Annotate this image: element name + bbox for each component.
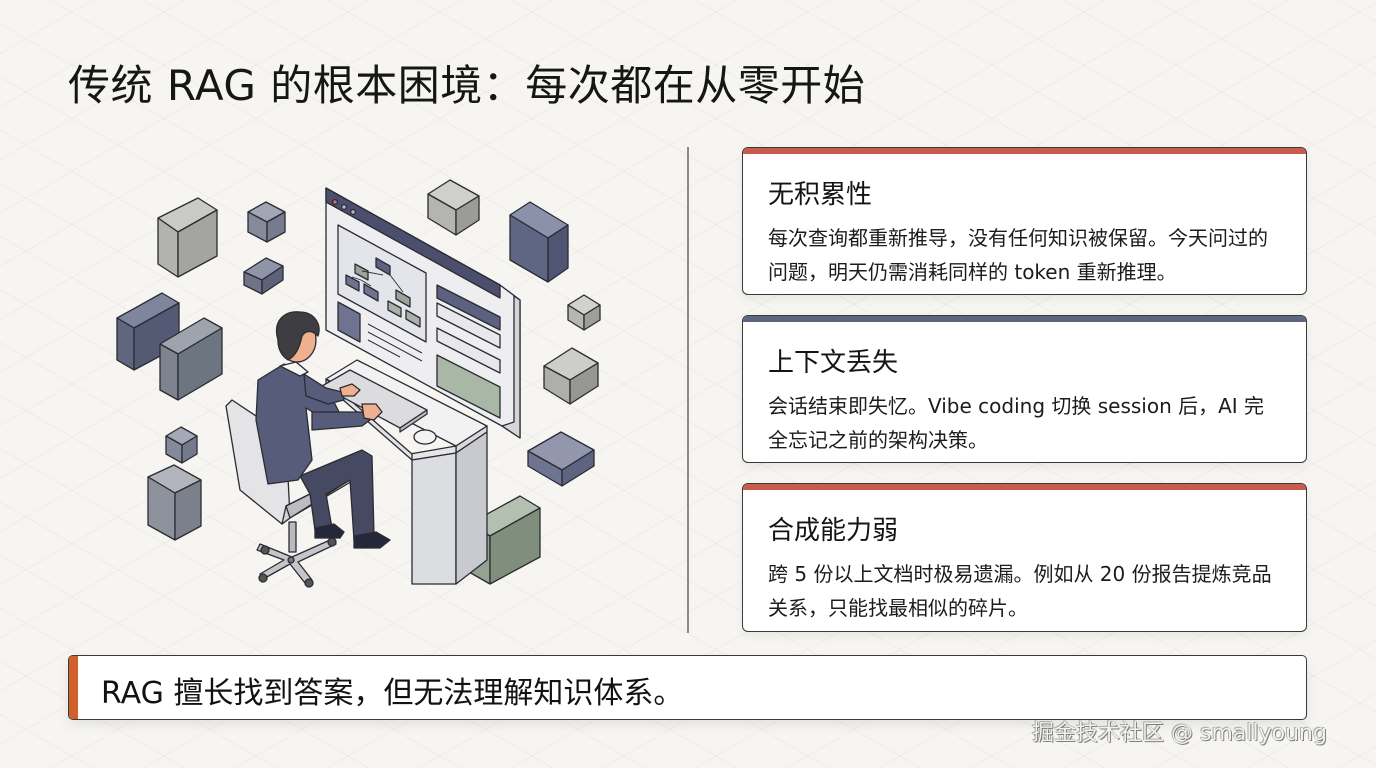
- card-title: 无积累性: [768, 180, 873, 210]
- vertical-divider: [687, 147, 689, 633]
- problem-card-weak-synthesis: 合成能力弱 跨 5 份以上文档时极易遗漏。例如从 20 份报告提炼竞品关系，只能…: [742, 483, 1307, 632]
- cube: [157, 197, 218, 278]
- card-title: 合成能力弱: [768, 516, 899, 546]
- isometric-developer-at-computer-illustration: [116, 179, 601, 588]
- card-body: 跨 5 份以上文档时极易遗漏。例如从 20 份报告提炼竞品关系，只能找最相似的碎…: [768, 562, 1272, 620]
- monitor: [325, 187, 521, 439]
- problem-card-no-accumulation: 无积累性 每次查询都重新推导，没有任何知识被保留。今天问过的问题，明天仍需消耗同…: [742, 147, 1307, 295]
- card-accent-bar: [743, 148, 1306, 154]
- summary-text: RAG 擅长找到答案，但无法理解知识体系。: [101, 676, 684, 711]
- summary-accent-bar: [69, 656, 78, 719]
- mouse: [413, 429, 437, 445]
- developer-illustration: [100, 160, 620, 600]
- watermark: 掘金技术社区 @ smallyoung: [1032, 721, 1327, 746]
- card-accent-bar: [743, 484, 1306, 490]
- problem-card-context-loss: 上下文丢失 会话结束即失忆。Vibe coding 切换 session 后，A…: [742, 315, 1307, 463]
- person: [255, 311, 391, 549]
- card-body: 会话结束即失忆。Vibe coding 切换 session 后，AI 完全忘记…: [768, 394, 1265, 452]
- card-title: 上下文丢失: [768, 348, 899, 378]
- page-title: 传统 RAG 的根本困境：每次都在从零开始: [68, 61, 866, 110]
- card-body: 每次查询都重新推导，没有任何知识被保留。今天问过的问题，明天仍需消耗同样的 to…: [768, 226, 1268, 284]
- summary-callout: RAG 擅长找到答案，但无法理解知识体系。: [68, 655, 1307, 720]
- card-accent-bar: [743, 316, 1306, 322]
